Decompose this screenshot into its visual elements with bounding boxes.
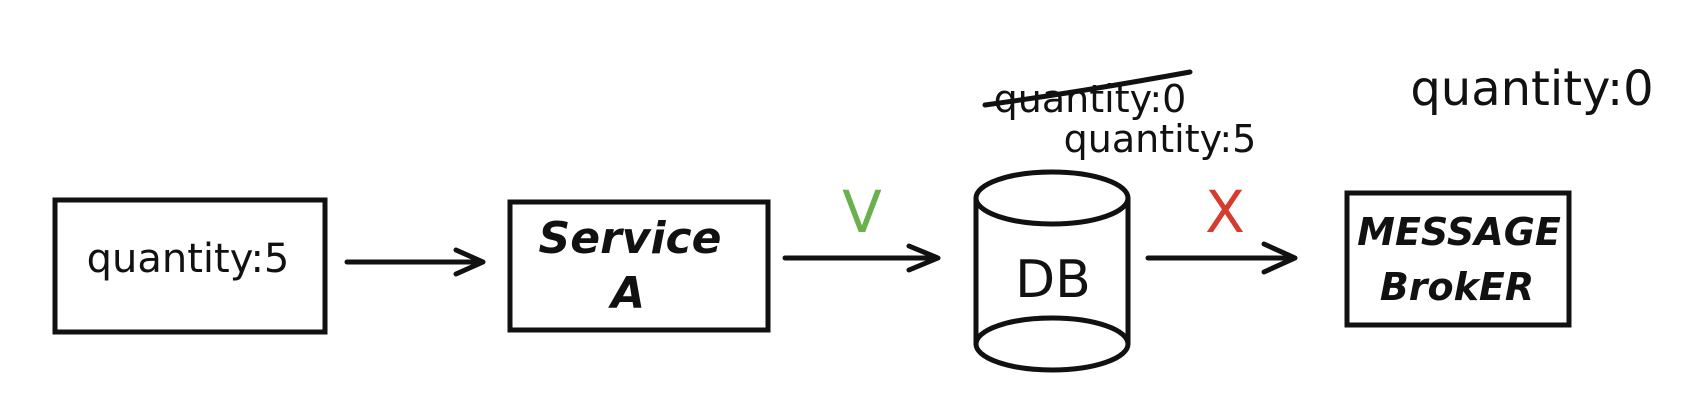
db-bottom-ellipse (973, 315, 1131, 373)
broker-label-line2: BrokER (1380, 265, 1534, 309)
db-node: DB (973, 169, 1131, 373)
db-strike-through (982, 69, 1193, 108)
input-box (52, 197, 328, 335)
arrow-head (1261, 241, 1298, 275)
service-a-label-line2: A (608, 268, 645, 319)
service-a-node: Service A (507, 199, 771, 333)
db-quantity-notes: quantity:0 quantity:5 (982, 69, 1257, 161)
service-a-label-line1: Service (539, 213, 722, 264)
arrow-service-to-db (782, 243, 941, 273)
service-a-box (507, 199, 771, 333)
arrow-head (906, 243, 941, 273)
db-label: DB (1015, 250, 1091, 310)
input-node: quantity:5 (52, 197, 328, 335)
broker-box (1344, 190, 1572, 328)
broker-label-line1: MESSAGE (1357, 210, 1561, 254)
db-top-ellipse (973, 169, 1131, 227)
success-check-mark: V (842, 178, 882, 246)
fail-cross-mark: X (1205, 178, 1245, 246)
arrow-head (453, 247, 486, 277)
db-new-quantity: quantity:5 (1064, 117, 1257, 161)
broker-quantity: quantity:0 (1410, 61, 1653, 117)
broker-node: MESSAGE BrokER (1344, 190, 1572, 328)
arrow-input-to-service (344, 247, 486, 277)
arrow-db-to-broker (1145, 241, 1298, 275)
input-quantity-label: quantity:5 (87, 236, 290, 282)
